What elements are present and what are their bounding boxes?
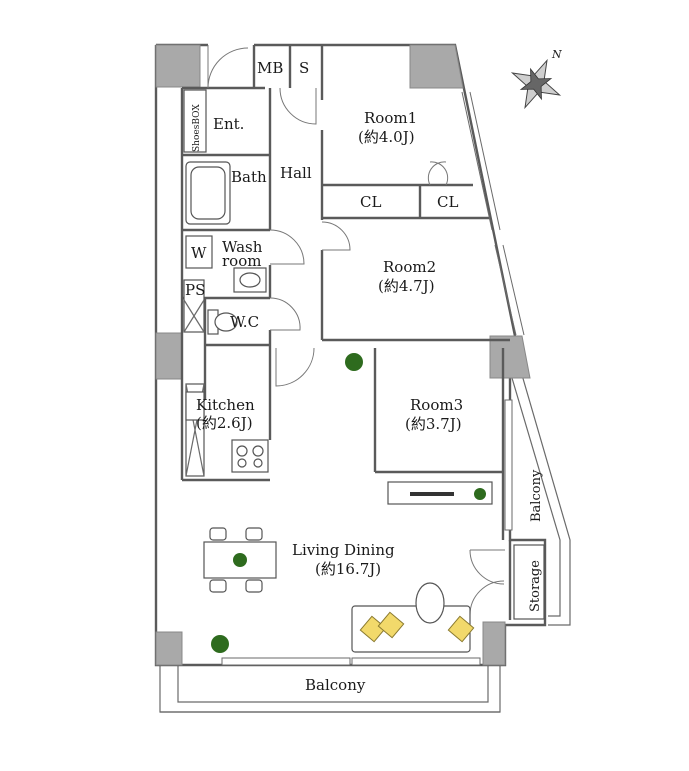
- pillar-bottom-left: [155, 631, 183, 666]
- storage-door: [469, 549, 505, 585]
- cushion: [377, 611, 405, 639]
- pillar-top-left: [155, 44, 201, 88]
- cushion: [359, 615, 387, 643]
- windows: [221, 91, 525, 666]
- chair: [209, 579, 227, 593]
- pillar-mid-left: [155, 332, 183, 380]
- chair: [245, 527, 263, 541]
- burner-4: [253, 458, 263, 468]
- compass-north-label: N: [551, 48, 562, 61]
- cl1-label: CL: [360, 193, 381, 211]
- ps-label: PS: [185, 281, 205, 299]
- living-door: [275, 347, 315, 387]
- room2-name: Room2: [383, 258, 436, 276]
- wash-door: [269, 229, 305, 265]
- burner-2: [252, 445, 264, 457]
- cushion: [447, 615, 475, 643]
- cl2-label: CL: [437, 193, 458, 211]
- stove: [231, 439, 269, 473]
- doors: [207, 45, 505, 616]
- room3-window: [504, 399, 513, 531]
- fixtures: [183, 89, 545, 620]
- kitchen-size: (約2.6J): [196, 414, 253, 432]
- bathtub-inner: [190, 166, 226, 220]
- pillars: [155, 44, 531, 666]
- s-label: S: [299, 59, 309, 77]
- entrance-door: [207, 45, 249, 89]
- room2-door: [321, 221, 351, 251]
- plant-icon: [474, 488, 486, 500]
- bottom-balcony-label: Balcony: [305, 676, 366, 694]
- room1-door: [279, 87, 317, 125]
- kitchen-name: Kitchen: [196, 396, 255, 414]
- mb-label: MB: [257, 59, 283, 77]
- burner-3: [237, 458, 247, 468]
- w-label: W: [191, 244, 207, 262]
- room3-size: (約3.7J): [405, 415, 462, 433]
- room1-name: Room1: [364, 109, 417, 127]
- armchair: [415, 582, 445, 624]
- living-dining-size: (約16.7J): [315, 560, 381, 578]
- side-balcony-label: Balcony: [529, 469, 544, 522]
- hall-label: Hall: [280, 164, 312, 182]
- room3-name: Room3: [410, 396, 463, 414]
- plant-icon: [233, 553, 247, 567]
- wash-label-line1: Wash: [222, 238, 263, 256]
- toilet-bowl: [214, 312, 238, 332]
- entrance-label: Ent.: [213, 115, 244, 133]
- kitchen-sink: [185, 391, 205, 421]
- dining-table: [203, 541, 277, 579]
- shoes-box-label: ShoesBOX: [192, 104, 202, 152]
- wash-label-line2: room: [222, 252, 261, 270]
- pillar-bottom-right: [482, 621, 506, 666]
- ps-shaft: [183, 279, 205, 333]
- plant-icon: [345, 353, 363, 371]
- room-labels: MB S ShoesBOX Ent. Hall Bath Wash room W…: [185, 59, 544, 694]
- wc-door: [269, 297, 301, 331]
- furniture: [203, 353, 486, 653]
- bottom-balcony-outline: [159, 665, 501, 713]
- side-balcony-outline: [511, 374, 571, 626]
- wc-label: W.C: [230, 313, 259, 331]
- storage-door-2: [469, 580, 505, 616]
- burner-1: [236, 445, 248, 457]
- storage-label: Storage: [528, 560, 543, 612]
- interior-walls: [180, 45, 512, 620]
- pillar-top-right: [409, 44, 464, 89]
- living-dining-name: Living Dining: [292, 541, 395, 559]
- room2-size: (約4.7J): [378, 277, 435, 295]
- bath-label: Bath: [231, 168, 267, 186]
- pillar-mid-right: [489, 335, 531, 379]
- plant-icon: [211, 635, 229, 653]
- washing-machine: [185, 235, 213, 269]
- chair: [209, 527, 227, 541]
- tv: [410, 492, 454, 496]
- compass-rose-icon: [510, 58, 562, 110]
- living-window: [221, 657, 351, 666]
- storage-shelf: [513, 544, 545, 620]
- basin-bowl: [239, 272, 261, 288]
- shoes-box-cabinet: [183, 89, 207, 153]
- closet-door: [427, 161, 449, 186]
- living-window-2: [351, 657, 481, 666]
- chair: [245, 579, 263, 593]
- room1-size: (約4.0J): [358, 128, 415, 146]
